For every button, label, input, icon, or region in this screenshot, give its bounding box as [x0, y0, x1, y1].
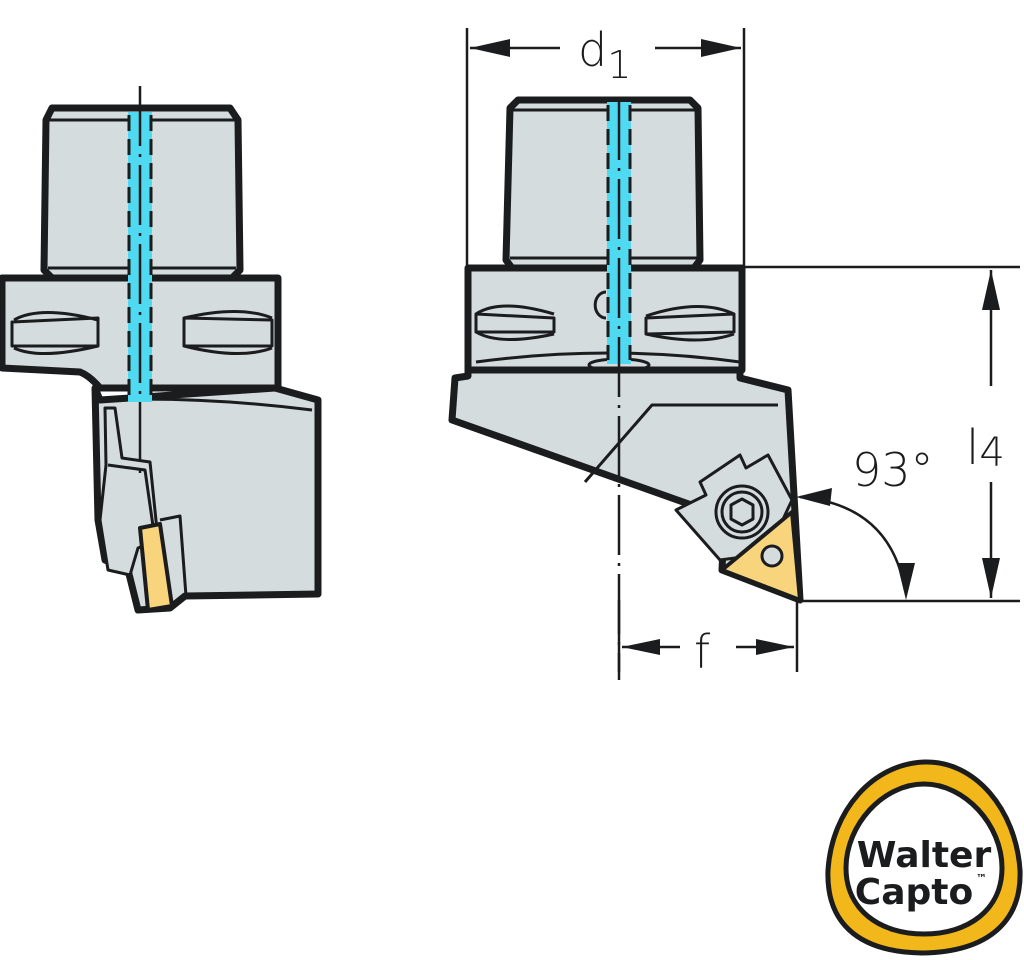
- side-view-clamp-edge: [107, 463, 157, 541]
- d1-label: d1: [578, 23, 631, 87]
- front-view-screw-ring: [714, 484, 770, 540]
- front-view-pocket-edge: [583, 403, 778, 483]
- f-arrow-right-icon: [756, 639, 794, 655]
- logo-inner-disc: [843, 781, 1005, 937]
- front-view: [448, 96, 804, 680]
- angle-arrow-left-icon: [796, 488, 832, 506]
- angle-arrow-down-icon: [897, 563, 915, 600]
- side-view: [0, 86, 322, 614]
- front-view-slot-left: [474, 304, 556, 341]
- walter-capto-logo: Walter Capto ™: [825, 759, 1023, 956]
- dimension-d1: d1: [465, 23, 746, 268]
- l4-arrow-up-icon: [982, 270, 1000, 310]
- side-view-shim: [159, 514, 188, 597]
- l4-label: l4: [966, 420, 1005, 476]
- dimension-f: f: [617, 600, 799, 679]
- logo-trademark: ™: [976, 872, 987, 885]
- front-view-insert-hole: [760, 544, 784, 568]
- front-view-hex-socket-icon: [729, 497, 755, 527]
- l4-symbol: l: [966, 420, 979, 476]
- side-view-slot-right: [182, 310, 274, 355]
- front-view-screw-head: [720, 490, 764, 534]
- d1-arrow-left-icon: [470, 39, 510, 57]
- side-view-edge: [99, 397, 313, 412]
- l4-arrow-down-icon: [982, 558, 1000, 598]
- front-view-coupling: [502, 96, 704, 272]
- d1-arrow-right-icon: [701, 39, 741, 57]
- d1-symbol: d: [578, 23, 607, 77]
- f-label: f: [694, 625, 711, 679]
- logo-text-capto: Capto: [855, 872, 973, 913]
- side-view-slot-left: [10, 311, 100, 355]
- f-arrow-left-icon: [622, 639, 660, 655]
- front-view-slot-right: [644, 305, 736, 342]
- d1-subscript: 1: [607, 43, 631, 87]
- logo-text-walter: Walter: [857, 835, 992, 876]
- dimension-angle: 93°: [796, 443, 934, 600]
- angle-arc: [799, 495, 907, 591]
- l4-subscript: 4: [979, 430, 1004, 476]
- front-view-locator: [593, 290, 607, 320]
- dimension-l4: l4: [744, 265, 1020, 603]
- angle-label: 93°: [852, 443, 934, 497]
- side-view-insert: [138, 522, 174, 612]
